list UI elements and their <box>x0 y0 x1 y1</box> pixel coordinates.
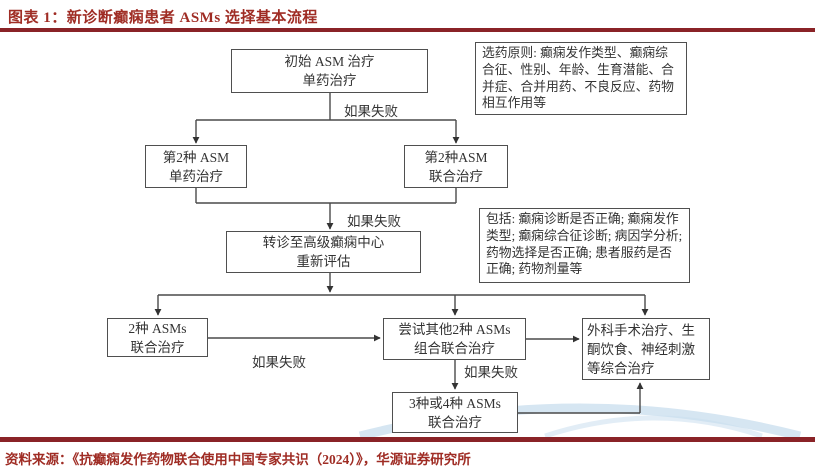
flow-node-comprehensive-treatment: 外科手术治疗、生酮饮食、神经刺激等综合治疗 <box>582 318 710 380</box>
flow-node-three-four-asms: 3种或4种 ASMs 联合治疗 <box>392 392 518 433</box>
connector-merge-bar <box>195 188 457 204</box>
edge-label-if-fail-1: 如果失败 <box>344 104 398 119</box>
note-reassessment-includes: 包括: 癫痫诊断是否正确; 癫痫发作类型; 癫痫综合征诊断; 病因学分析; 药物… <box>479 208 690 283</box>
source-attribution: 资料来源：《抗癫痫发作药物联合使用中国专家共识（2024）》，华源证券研究所 <box>5 452 471 467</box>
flow-node-two-asms-combination: 2种 ASMs 联合治疗 <box>107 318 208 357</box>
flow-node-second-asm-monotherapy: 第2种 ASM 单药治疗 <box>145 145 247 188</box>
flow-node-referral-reassessment: 转诊至高级癫痫中心 重新评估 <box>226 231 421 273</box>
top-divider-rule <box>0 28 815 32</box>
edge-label-if-fail-4: 如果失败 <box>464 365 518 380</box>
flow-node-initial-asm-monotherapy: 初始 ASM 治疗 单药治疗 <box>231 49 428 93</box>
edge-label-if-fail-3: 如果失败 <box>252 355 306 370</box>
note-drug-selection-principles: 选药原则: 癫痫发作类型、癫痫综合征、性别、年龄、生育潜能、合并症、合并用药、不… <box>475 42 687 115</box>
watermark-arc-inner <box>544 415 763 439</box>
flow-node-try-other-two-asms: 尝试其他2种 ASMs 组合联合治疗 <box>383 318 526 360</box>
bottom-divider-rule <box>0 437 815 442</box>
figure-title: 图表 1：新诊断癫痫患者 ASMs 选择基本流程 <box>8 10 318 26</box>
edge-label-if-fail-2: 如果失败 <box>347 214 401 229</box>
flow-node-second-asm-combination: 第2种ASM 联合治疗 <box>404 145 508 188</box>
